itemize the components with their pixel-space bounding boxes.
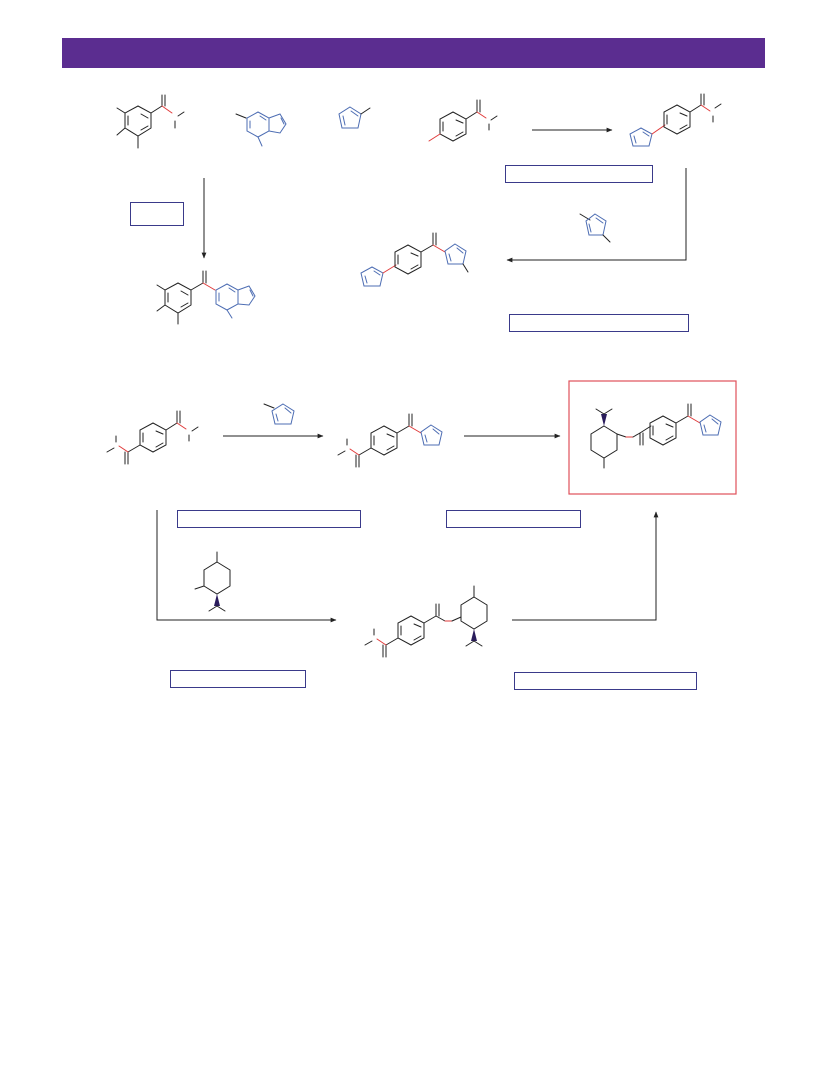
molecule-para-benzoate	[428, 99, 498, 142]
molecule-menthyl-terephthalate	[364, 585, 488, 658]
molecule-product-menthyl-ester	[590, 403, 722, 469]
molecule-reagent-menthol	[194, 551, 231, 612]
molecule-terephthalate-diester	[106, 410, 199, 465]
molecule-bicyclic-blue	[235, 111, 287, 147]
box-conditions-step6	[514, 672, 697, 690]
box-conditions-step3	[177, 510, 361, 528]
box-conditions-step4	[446, 510, 581, 528]
header-bar	[62, 38, 765, 68]
molecule-ester-ketone	[337, 413, 443, 468]
molecule-trimethylbenzoate	[116, 94, 185, 149]
molecule-reagent-pyrrole	[263, 403, 295, 425]
arrow-step6	[156, 510, 337, 623]
arrow-step7	[512, 511, 659, 621]
box-conditions-step2	[509, 314, 689, 332]
molecule-pyrrolylphenyl-ester	[629, 93, 722, 147]
molecule-aryl-indolyl-ketone	[156, 270, 256, 325]
box-conditions-step1	[505, 165, 653, 183]
box-conditions-reagent-left	[130, 202, 184, 226]
product-highlight-box	[568, 380, 737, 495]
molecule-pyrrole-small	[338, 106, 371, 129]
molecule-reagent-imidazole	[579, 213, 611, 243]
box-conditions-step5	[170, 670, 306, 688]
molecule-pyrrolylphenyl-ketone	[360, 232, 469, 287]
arrow-step2	[506, 168, 687, 263]
